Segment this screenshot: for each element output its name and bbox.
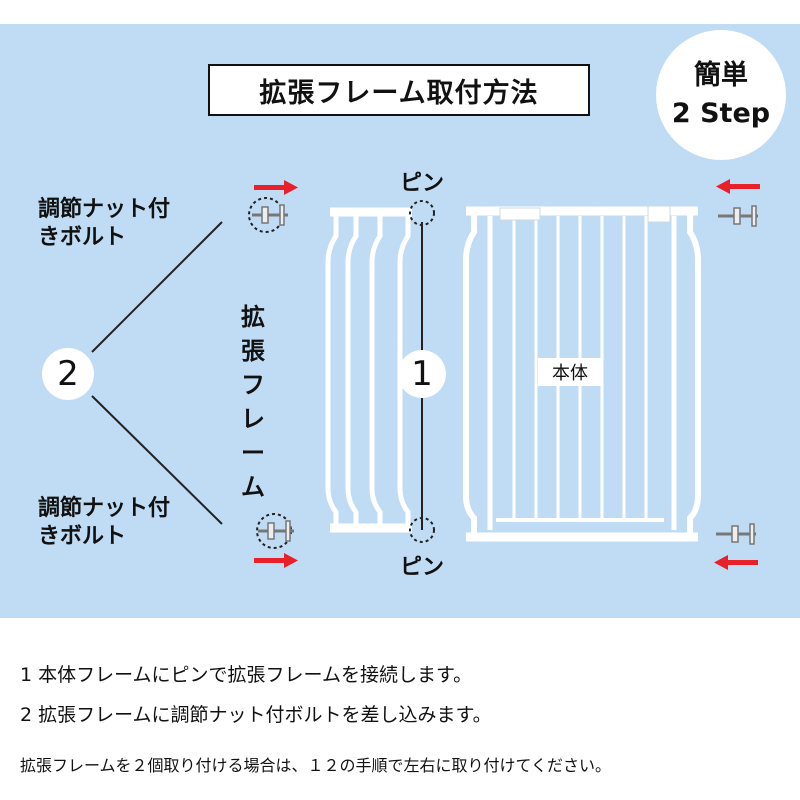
step-two-description: 2 拡張フレームに調節ナット付ボルトを差し込みます。 xyxy=(20,704,492,726)
extension-frame-char: レ xyxy=(241,405,265,433)
extension-frame-char: フ xyxy=(241,371,265,399)
step-two-marker: 2 xyxy=(42,348,94,400)
extension-frame-char: ー xyxy=(241,439,265,467)
connector-line-bottom xyxy=(91,395,223,525)
bolt-label-top-line2: きボルト xyxy=(38,225,127,250)
extension-frame xyxy=(325,207,412,533)
pin-label-top: ピン xyxy=(400,171,445,196)
footnote: 拡張フレームを２個取り付ける場合は、１２の手順で左右に取り付けてください。 xyxy=(20,756,612,775)
page-title: 拡張フレーム取付方法 xyxy=(208,64,590,116)
bolt-label-bottom: 調節ナット付 きボルト xyxy=(38,495,170,551)
bolt-label-top-line1: 調節ナット付 xyxy=(38,197,171,222)
pin-label-bottom: ピン xyxy=(400,555,445,580)
extension-frame-char: 張 xyxy=(241,337,265,365)
step-one-description: 1 本体フレームにピンで拡張フレームを接続します。 xyxy=(20,664,473,686)
pin-highlight-top xyxy=(409,200,435,226)
arrow-left-icon-bottom xyxy=(714,555,758,570)
main-body-label: 本体 xyxy=(538,358,602,386)
main-gate-body xyxy=(463,205,701,542)
arrow-left-icon-top xyxy=(716,179,760,194)
step-one-marker: 1 xyxy=(398,350,446,398)
arrow-right-icon-top xyxy=(254,180,298,195)
bolt-icon-bottom xyxy=(258,520,294,542)
bolt-label-bottom-line2: きボルト xyxy=(38,524,127,549)
easy-two-step-badge: 簡単 2 Step xyxy=(656,30,786,160)
extension-frame-label: 拡 張 フ レ ー ム xyxy=(238,300,268,504)
bolt-label-top: 調節ナット付 きボルト xyxy=(38,196,170,252)
badge-line1: 簡単 xyxy=(694,60,748,91)
connector-line-top xyxy=(91,221,223,353)
extension-frame-char: ム xyxy=(241,473,265,501)
extension-frame-char: 拡 xyxy=(241,303,265,331)
bolt-icon-right-bottom xyxy=(716,523,756,545)
bolt-icon-right-top xyxy=(718,205,758,227)
pin-highlight-bottom xyxy=(409,517,435,543)
bolt-label-bottom-line1: 調節ナット付 xyxy=(38,496,171,521)
badge-line2: 2 Step xyxy=(671,98,771,129)
arrow-right-icon-bottom xyxy=(254,553,298,568)
bolt-icon-top xyxy=(252,204,288,226)
